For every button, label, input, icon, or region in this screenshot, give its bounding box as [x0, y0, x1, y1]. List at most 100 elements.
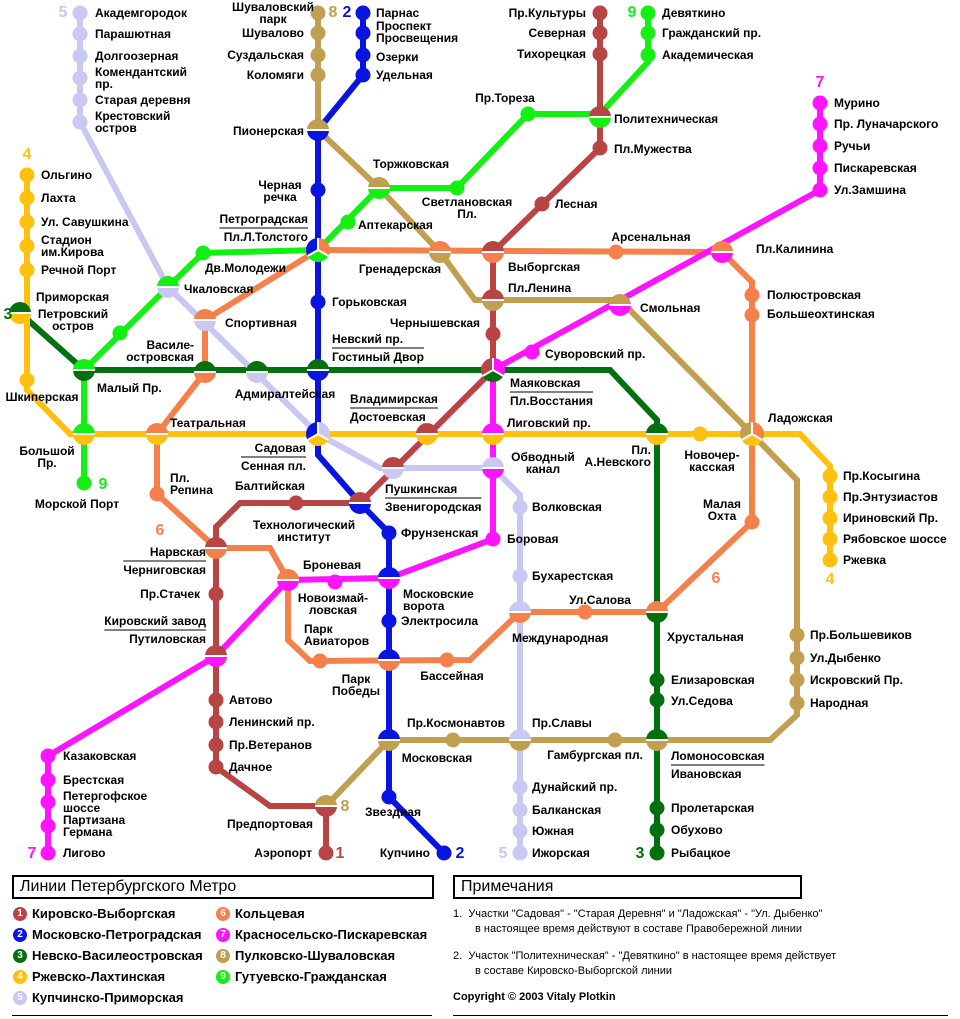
station-obvod[interactable]	[482, 457, 504, 479]
station-devyat[interactable]	[640, 5, 656, 21]
station-vladim[interactable]	[416, 423, 438, 445]
station-grenad[interactable]	[429, 241, 451, 263]
station-chkal[interactable]	[157, 276, 179, 298]
station-ligov[interactable]	[482, 423, 504, 445]
station-kosmon[interactable]	[445, 732, 461, 748]
station-maly[interactable]	[73, 359, 95, 381]
station-piskar[interactable]	[812, 160, 828, 176]
station-shuvpark[interactable]	[310, 5, 326, 21]
station-prolet[interactable]	[649, 800, 665, 816]
station-polytech[interactable]	[589, 106, 611, 128]
station-obukh[interactable]	[649, 822, 665, 838]
station-kazak[interactable]	[40, 748, 56, 764]
station-brest[interactable]	[40, 772, 56, 788]
station-lakhta[interactable]	[19, 190, 35, 206]
station-push[interactable]	[382, 457, 404, 479]
station-parash[interactable]	[72, 26, 88, 42]
station-elizar[interactable]	[649, 672, 665, 688]
station-salova[interactable]	[577, 604, 593, 620]
station-dunay[interactable]	[512, 779, 528, 795]
station-gorkov[interactable]	[310, 294, 326, 310]
station-stachek[interactable]	[208, 586, 224, 602]
station-volkov[interactable]	[512, 499, 528, 515]
station-bolsheokh[interactable]	[744, 307, 760, 323]
station-repina[interactable]	[149, 486, 165, 502]
station-krest[interactable]	[72, 114, 88, 130]
station-suvor[interactable]	[524, 344, 540, 360]
station-rzhevka[interactable]	[822, 552, 838, 568]
station-svetlan[interactable]	[449, 180, 465, 196]
station-mosvor[interactable]	[378, 567, 400, 589]
station-leninsky[interactable]	[208, 714, 224, 730]
station-ladozh[interactable]	[740, 422, 765, 447]
station-dachnoe[interactable]	[208, 759, 224, 775]
station-gamburg[interactable]	[607, 732, 623, 748]
station-vyborg[interactable]	[482, 241, 504, 263]
station-stadion[interactable]	[19, 238, 35, 254]
station-narodn[interactable]	[789, 695, 805, 711]
station-malokhta[interactable]	[744, 514, 760, 530]
station-komend[interactable]	[72, 70, 88, 86]
station-ligovo[interactable]	[40, 845, 56, 861]
station-bronev[interactable]	[277, 569, 299, 591]
station-zvezd[interactable]	[381, 789, 397, 805]
station-pobedy[interactable]	[378, 649, 400, 671]
station-entuz[interactable]	[822, 489, 838, 505]
station-muzh[interactable]	[592, 140, 608, 156]
station-polyus[interactable]	[744, 287, 760, 303]
station-tikhor[interactable]	[592, 46, 608, 62]
station-borov[interactable]	[485, 531, 501, 547]
station-yuzh[interactable]	[512, 823, 528, 839]
station-shuval[interactable]	[310, 25, 326, 41]
station-chernaya[interactable]	[310, 182, 326, 198]
station-rechnoy[interactable]	[19, 262, 35, 278]
station-petrovsky[interactable]	[112, 325, 128, 341]
station-balkan[interactable]	[512, 802, 528, 818]
station-khrust[interactable]	[646, 601, 668, 623]
station-smoln[interactable]	[609, 294, 631, 316]
station-starder[interactable]	[72, 92, 88, 108]
station-grazhd[interactable]	[640, 25, 656, 41]
station-arsen[interactable]	[608, 244, 624, 260]
station-nevskogo[interactable]	[646, 423, 668, 445]
station-pioner[interactable]	[307, 119, 329, 141]
station-zamsh[interactable]	[812, 182, 828, 198]
station-morport[interactable]	[76, 475, 92, 491]
station-kosyg[interactable]	[822, 468, 838, 484]
station-primorsk[interactable]	[9, 302, 31, 324]
station-peterg[interactable]	[40, 794, 56, 810]
station-frunz[interactable]	[381, 525, 397, 541]
station-bukhar[interactable]	[512, 568, 528, 584]
station-bolshev[interactable]	[789, 627, 805, 643]
station-iskrov[interactable]	[789, 672, 805, 688]
station-kolom[interactable]	[310, 67, 326, 83]
station-ruchyi[interactable]	[812, 138, 828, 154]
station-lunach[interactable]	[812, 116, 828, 132]
station-chern[interactable]	[485, 326, 501, 342]
station-novocherk[interactable]	[692, 426, 708, 442]
station-aeroport[interactable]	[318, 845, 334, 861]
station-izhor[interactable]	[512, 845, 528, 861]
station-aviator[interactable]	[312, 653, 328, 669]
station-narv[interactable]	[205, 537, 227, 559]
station-suzdal[interactable]	[310, 47, 326, 63]
station-shkiper[interactable]	[19, 372, 35, 388]
station-slavy[interactable]	[509, 729, 531, 751]
station-torez[interactable]	[520, 106, 536, 122]
station-predport[interactable]	[315, 795, 337, 817]
station-basseyn[interactable]	[439, 652, 455, 668]
station-lomon[interactable]	[646, 729, 668, 751]
station-dybenko[interactable]	[789, 650, 805, 666]
station-udel[interactable]	[355, 67, 371, 83]
station-bolshoy[interactable]	[73, 423, 95, 445]
station-lesnaya[interactable]	[534, 196, 550, 212]
station-aptek[interactable]	[340, 214, 356, 230]
station-olgino[interactable]	[19, 167, 35, 183]
station-moskov[interactable]	[378, 729, 400, 751]
station-ozerki[interactable]	[355, 47, 371, 63]
station-rybats[interactable]	[649, 845, 665, 861]
station-ryabov[interactable]	[822, 531, 838, 547]
station-nevsky[interactable]	[307, 359, 329, 381]
station-murino[interactable]	[812, 95, 828, 111]
station-dvmol[interactable]	[195, 245, 211, 261]
